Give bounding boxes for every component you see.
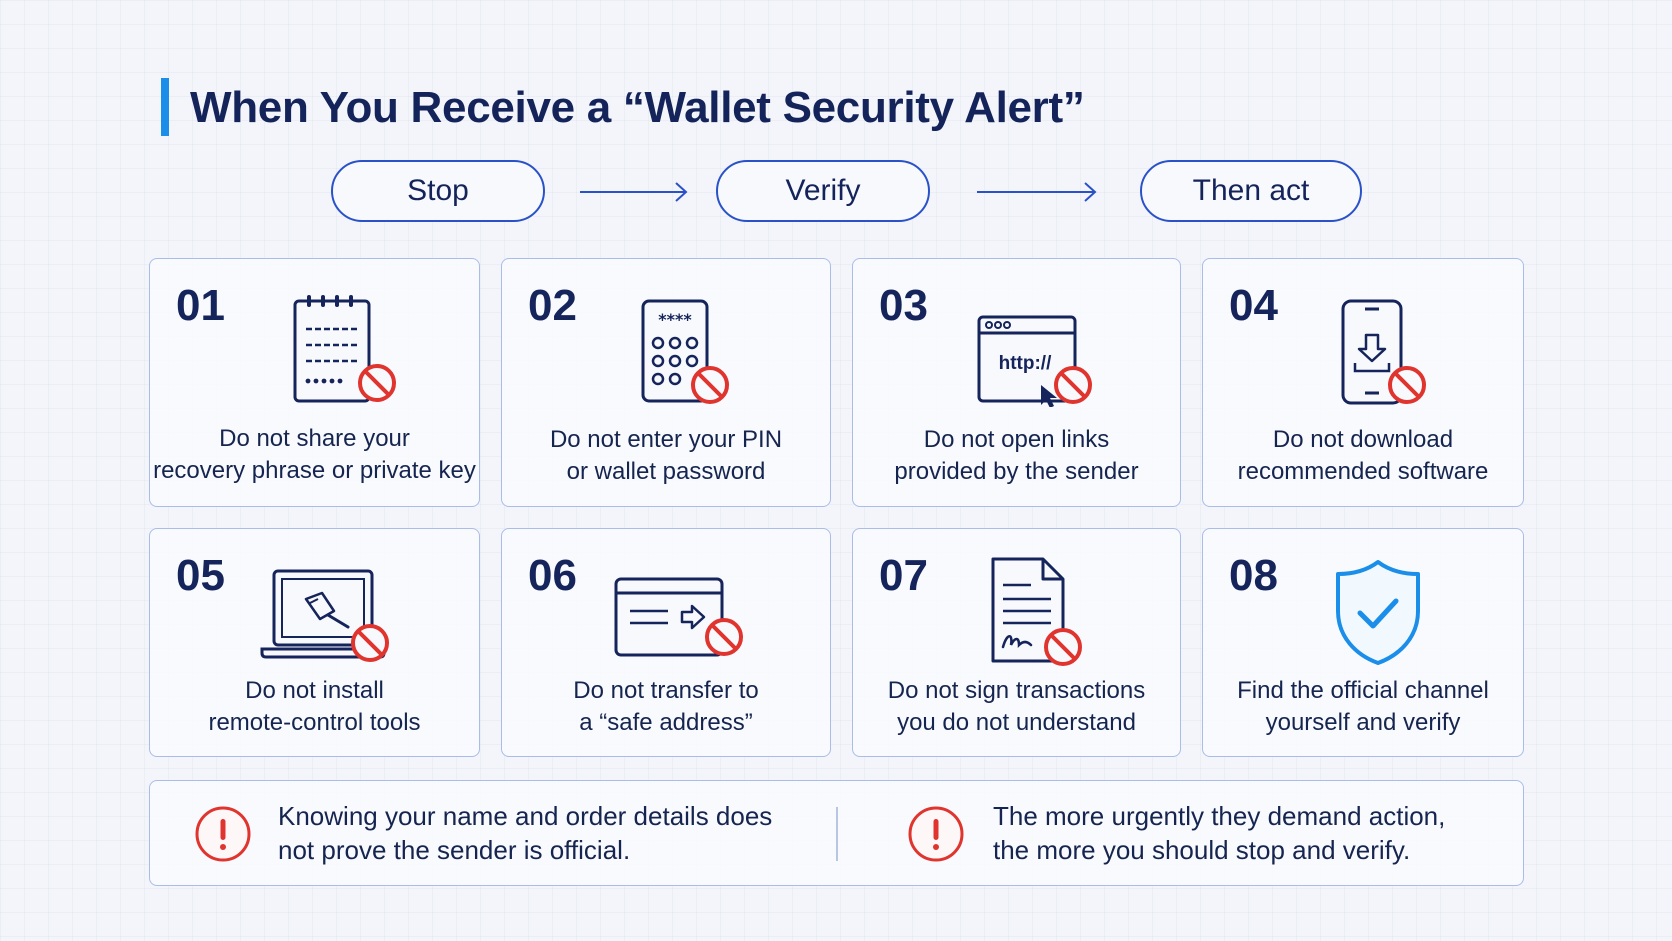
step-then-act: Then act — [1140, 160, 1362, 222]
tip-card-06: 06 Do not transfer to a “safe address” — [501, 528, 831, 757]
warning-icon — [195, 806, 251, 862]
card-number: 05 — [176, 551, 225, 600]
card-caption: Do not download recommended software — [1237, 426, 1489, 485]
recovery-phrase-sheet-icon — [293, 295, 396, 403]
tip-card-05: 05 Do not install remote-control tools — [149, 528, 480, 757]
card-number: 02 — [528, 281, 577, 330]
card-caption: Do not enter your PIN or wallet password — [549, 426, 783, 485]
step-stop: Stop — [331, 160, 545, 222]
card-number: 07 — [879, 551, 928, 600]
card-caption: Find the official channel yourself and v… — [1237, 677, 1489, 736]
card-caption: Do not open links provided by the sender — [894, 426, 1139, 485]
url-text: http:// — [999, 353, 1052, 374]
svg-text:****: **** — [658, 310, 692, 329]
warning-note-2: The more urgently they demand action, th… — [993, 801, 1446, 865]
warning-note-1: Knowing your name and order details does… — [278, 801, 773, 865]
browser-link-icon: http:// — [977, 315, 1092, 407]
tip-card-01: 01 Do not share your recovery phrase or … — [149, 258, 480, 507]
arrow-right-icon — [580, 182, 688, 202]
warning-icon — [908, 806, 964, 862]
card-caption: Do not transfer to a “safe address” — [573, 677, 759, 736]
card-caption: Do not sign transactions you do not unde… — [887, 677, 1146, 736]
signed-document-icon — [991, 557, 1082, 666]
shield-check-icon — [1336, 560, 1420, 665]
step-verify: Verify — [716, 160, 930, 222]
card-number: 08 — [1229, 551, 1278, 600]
arrow-right-icon — [977, 182, 1097, 202]
card-number: 04 — [1229, 281, 1278, 330]
tip-card-08: 08 Find the official channel yourself an… — [1202, 528, 1524, 757]
phone-download-icon — [1341, 299, 1426, 405]
laptop-remote-control-icon — [260, 569, 389, 662]
tip-card-04: 04 Do not download recommended software — [1202, 258, 1524, 507]
pin-keypad-icon: **** — [641, 299, 729, 404]
tip-card-02: 02 **** Do not enter your PIN or wallet … — [501, 258, 831, 507]
card-number: 01 — [176, 281, 225, 330]
card-number: 06 — [528, 551, 577, 600]
warning-footer: Knowing your name and order details does… — [149, 780, 1524, 886]
footer-divider — [836, 807, 838, 861]
card-caption: Do not install remote-control tools — [208, 677, 421, 736]
title-accent-bar — [161, 78, 169, 136]
tip-card-07: 07 Do not sign transactions you do not u… — [852, 528, 1181, 757]
page-title: When You Receive a “Wallet Security Aler… — [190, 83, 1085, 132]
tip-card-03: 03 http:// Do not open links provided by… — [852, 258, 1181, 507]
card-transfer-icon — [614, 577, 743, 657]
card-number: 03 — [879, 281, 928, 330]
card-caption: Do not share your recovery phrase or pri… — [153, 425, 476, 484]
